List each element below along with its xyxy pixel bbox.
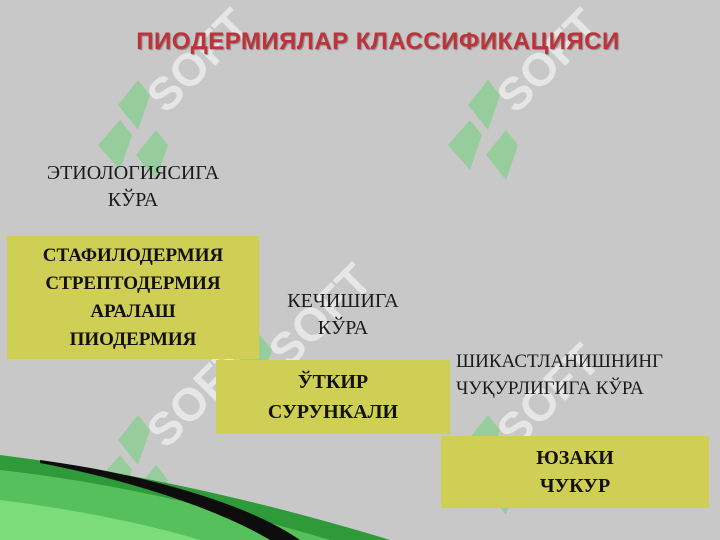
depth-box: ЮЗАКИ ЧУКУР bbox=[441, 436, 709, 508]
box-item: СТАФИЛОДЕРМИЯ bbox=[42, 244, 224, 266]
heading-line: КЎРА bbox=[107, 189, 159, 211]
heading-line: ШИКАСТЛАНИШНИНГ bbox=[456, 351, 664, 372]
course-box: ЎТКИР СУРУНКАЛИ bbox=[216, 360, 450, 434]
box-item: АРАЛАШ bbox=[90, 300, 176, 322]
etiology-box: СТАФИЛОДЕРМИЯ СТРЕПТОДЕРМИЯ АРАЛАШ ПИОДЕ… bbox=[7, 236, 259, 359]
etiology-heading: ЭТИОЛОГИЯСИГА КЎРА bbox=[18, 160, 248, 214]
heading-line: ЭТИОЛОГИЯСИГА bbox=[46, 162, 220, 184]
heading-line: КЕЧИШИГА bbox=[287, 290, 399, 312]
slide-title: ПИОДЕРМИЯЛАР КЛАССИФИКАЦИЯСИ bbox=[136, 28, 620, 55]
depth-heading: ШИКАСТЛАНИШНИНГ ЧУҚУРЛИГИГА КЎРА bbox=[456, 348, 716, 402]
heading-line: КЎРА bbox=[317, 317, 369, 339]
course-heading: КЕЧИШИГА КЎРА bbox=[258, 288, 428, 342]
heading-line: ЧУҚУРЛИГИГА КЎРА bbox=[456, 378, 644, 399]
box-item: ЧУКУР bbox=[539, 475, 611, 497]
box-item: СТРЕПТОДЕРМИЯ bbox=[45, 272, 221, 294]
box-item: ЮЗАКИ bbox=[536, 447, 614, 469]
box-item: СУРУНКАЛИ bbox=[267, 401, 399, 423]
box-item: ЎТКИР bbox=[297, 371, 369, 393]
box-item: ПИОДЕРМИЯ bbox=[69, 328, 197, 350]
